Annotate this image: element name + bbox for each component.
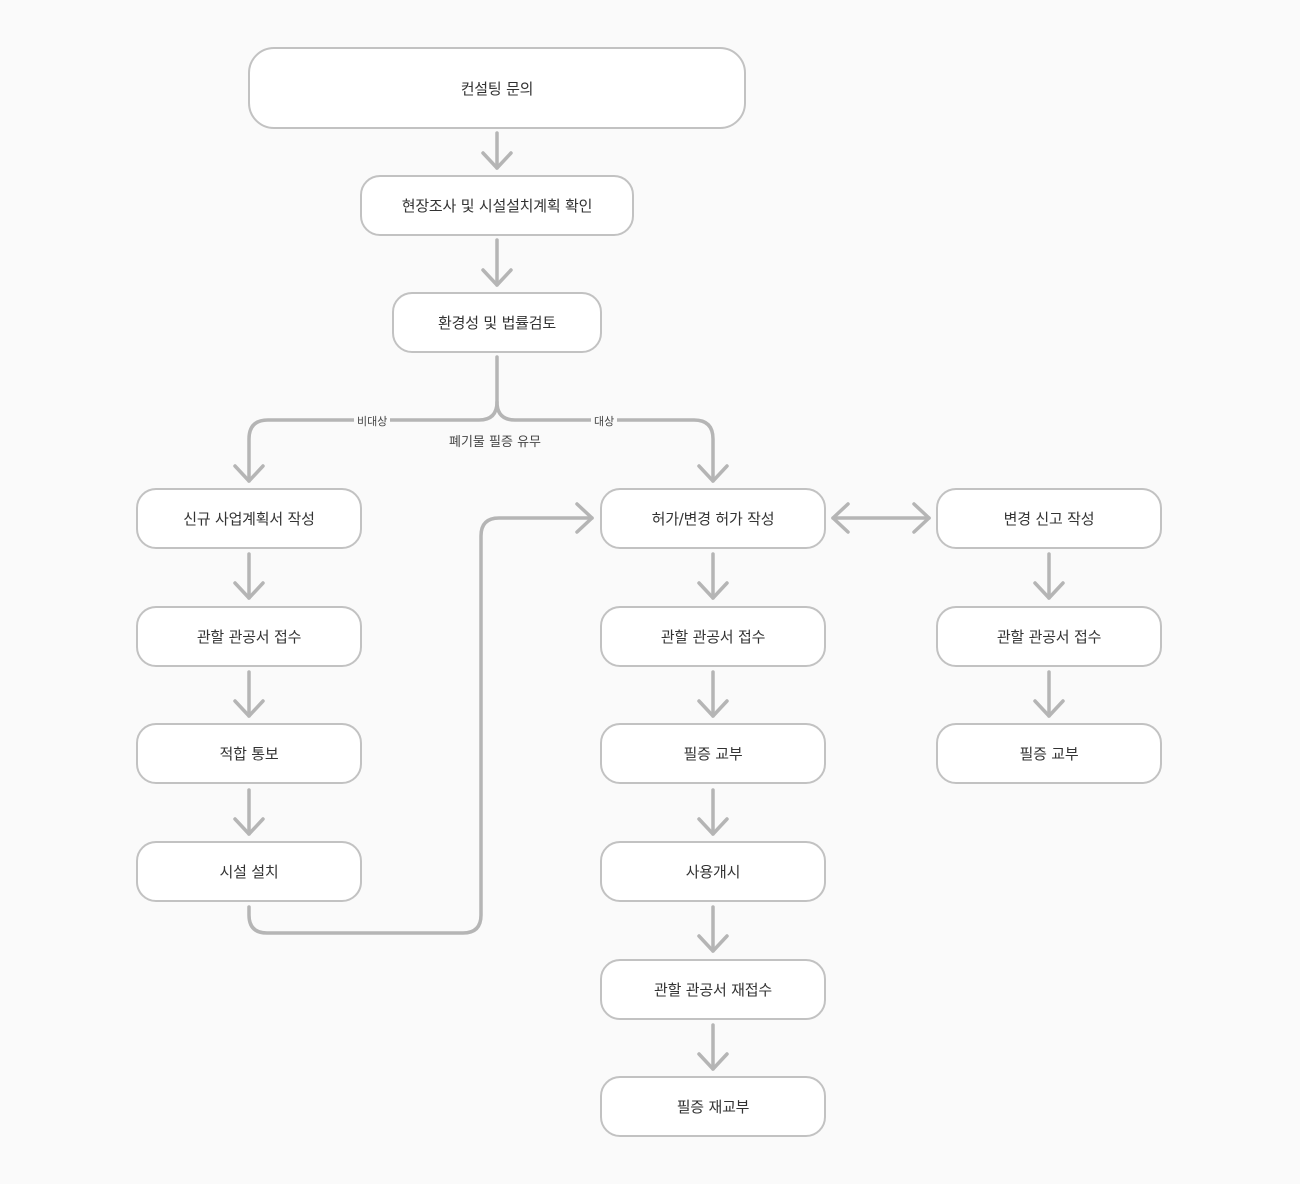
arrow-left-2 [233, 670, 265, 718]
node-left-office-receipt: 관할 관공서 접수 [136, 606, 362, 667]
node-environmental-review: 환경성 및 법률검토 [392, 292, 602, 353]
node-mid-certificate-issue: 필증 교부 [600, 723, 826, 784]
arrow-mid-5 [697, 1023, 729, 1071]
node-right-office-receipt: 관할 관공서 접수 [936, 606, 1162, 667]
node-mid-office-receipt: 관할 관공서 접수 [600, 606, 826, 667]
arrow-mid-4 [697, 905, 729, 953]
arrow-mid-3 [697, 788, 729, 836]
branch-label-non-target: 비대상 [354, 413, 391, 429]
arrow-right-1 [1033, 552, 1065, 600]
node-consulting-inquiry: 컨설팅 문의 [248, 47, 746, 129]
node-start-use: 사용개시 [600, 841, 826, 902]
arrow-survey-to-review [481, 238, 513, 287]
decision-label: 폐기물 필증 유무 [449, 431, 541, 450]
node-suitability-notice: 적합 통보 [136, 723, 362, 784]
node-facility-installation: 시설 설치 [136, 841, 362, 902]
node-right-certificate-issue: 필증 교부 [936, 723, 1162, 784]
branch-connector [233, 355, 729, 483]
arrow-left-3 [233, 788, 265, 836]
arrow-install-to-permit [247, 502, 594, 935]
node-change-report: 변경 신고 작성 [936, 488, 1162, 549]
arrow-mid-2 [697, 670, 729, 718]
node-new-business-plan: 신규 사업계획서 작성 [136, 488, 362, 549]
arrow-consulting-to-survey [481, 131, 513, 170]
node-certificate-reissue: 필증 재교부 [600, 1076, 826, 1137]
node-permit-application: 허가/변경 허가 작성 [600, 488, 826, 549]
branch-label-target: 대상 [591, 413, 618, 429]
arrow-right-2 [1033, 670, 1065, 718]
arrow-left-1 [233, 552, 265, 600]
arrow-mid-1 [697, 552, 729, 600]
node-site-survey: 현장조사 및 시설설치계획 확인 [360, 175, 634, 236]
double-arrow-permit-change [831, 502, 931, 534]
node-office-re-receipt: 관할 관공서 재접수 [600, 959, 826, 1020]
